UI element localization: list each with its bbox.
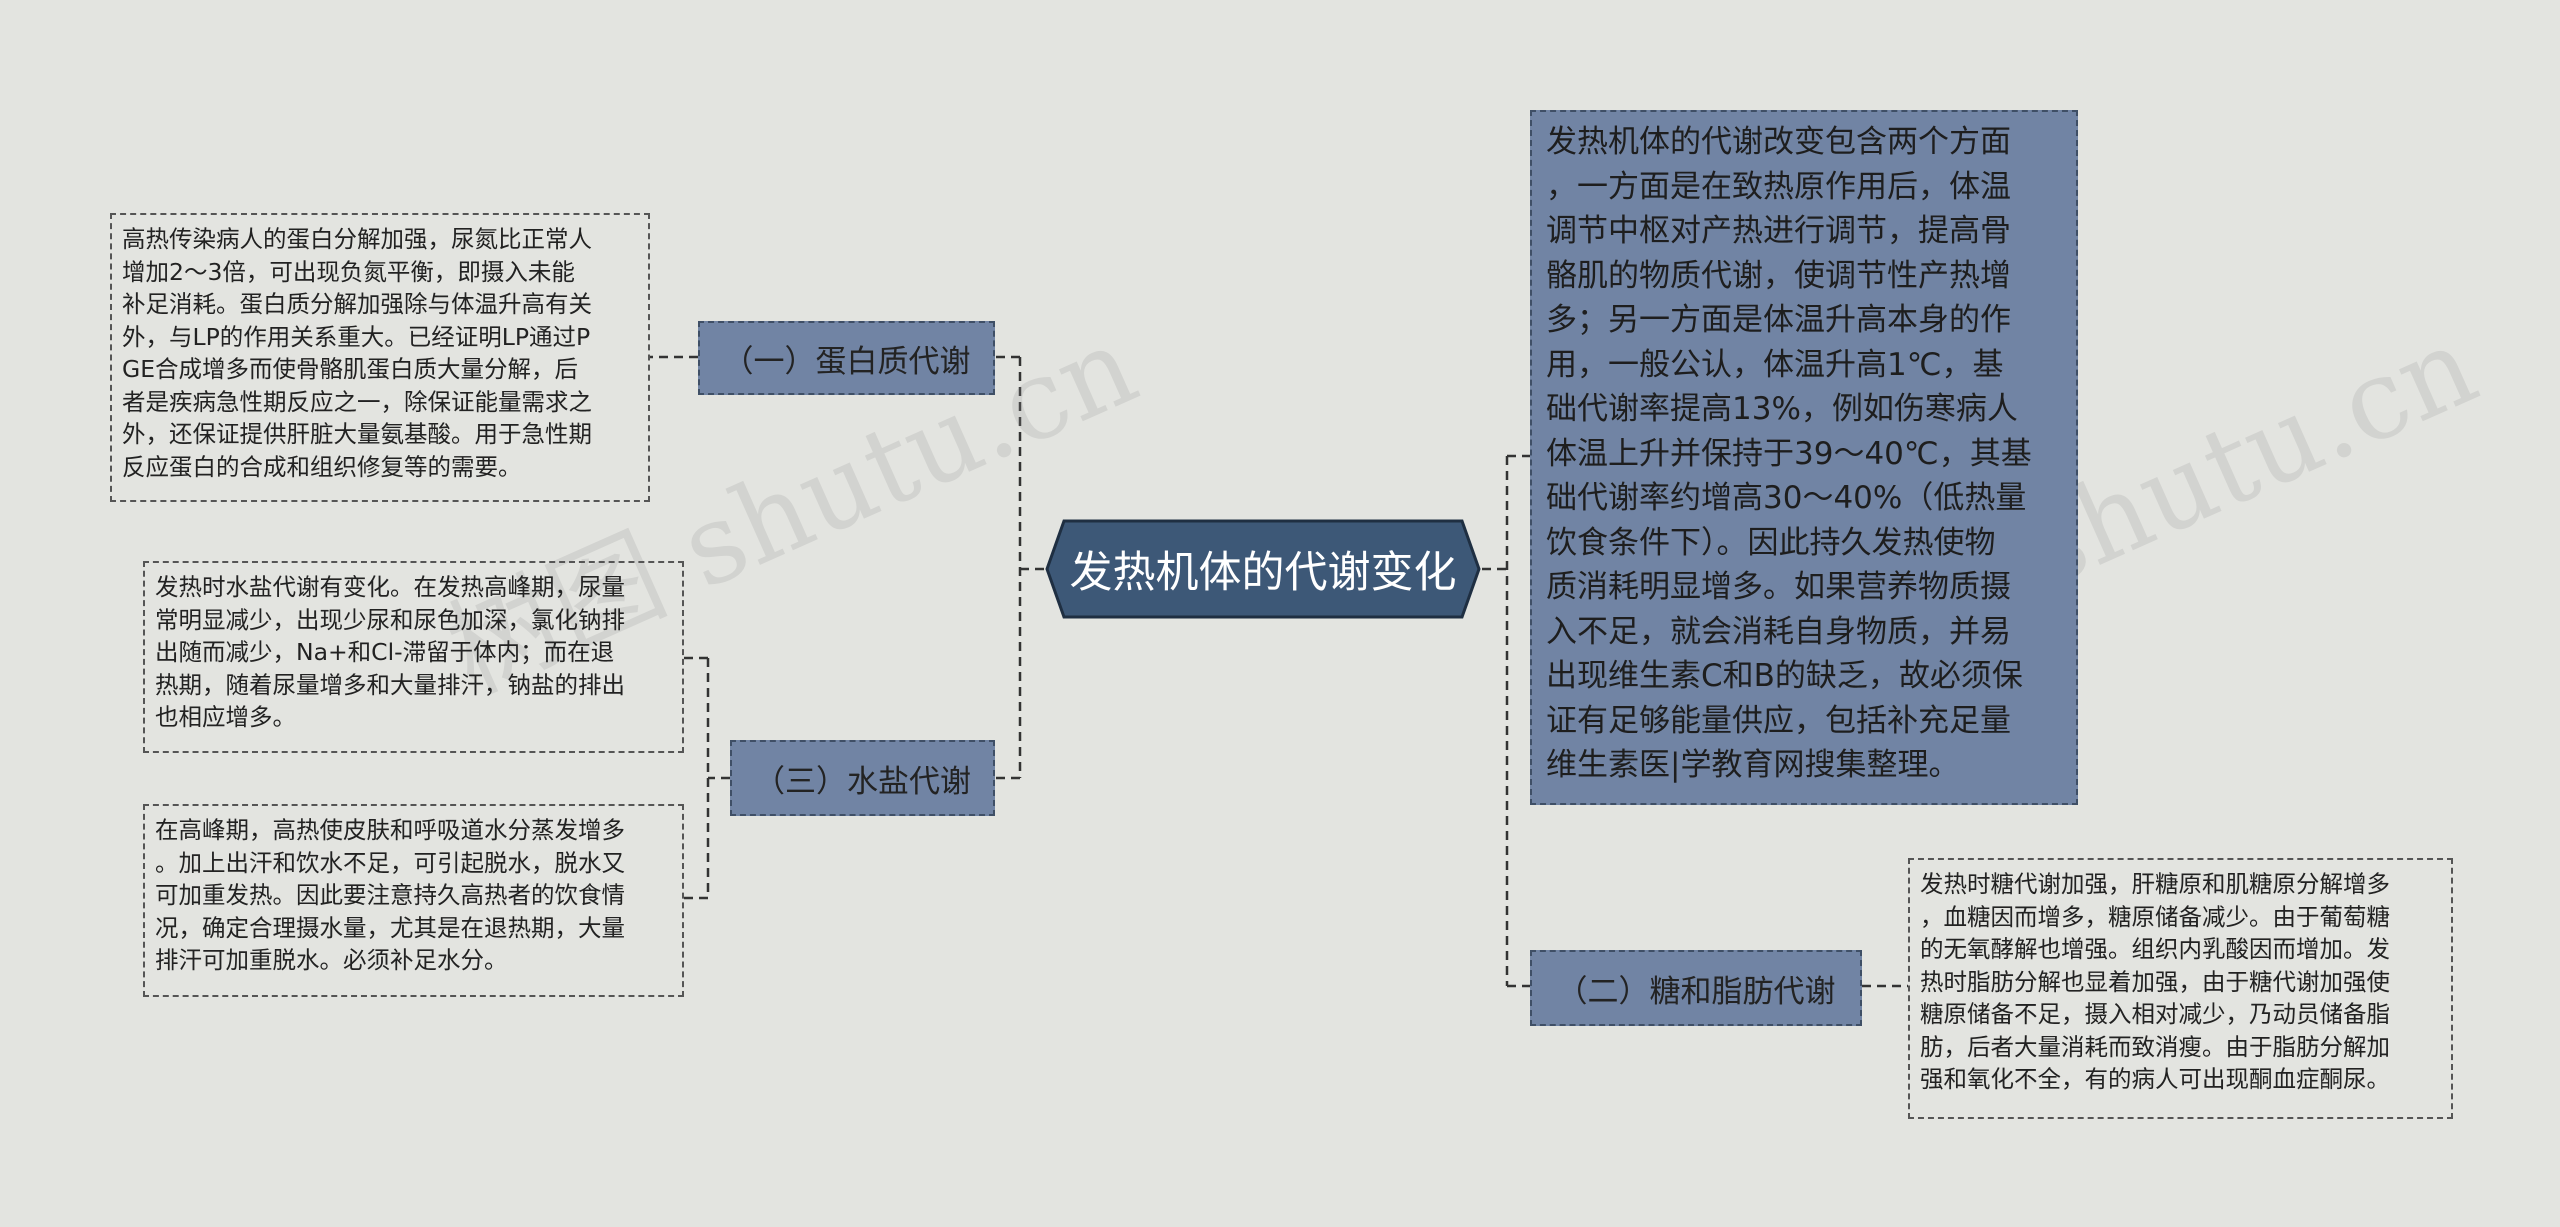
leaf-sugar-fat-detail[interactable]: 发热时糖代谢加强，肝糖原和肌糖原分解增多 ，血糖因而增多，糖原储备减少。由于葡萄…	[1908, 858, 2453, 1119]
overview-description[interactable]: 发热机体的代谢改变包含两个方面 ，一方面是在致热原作用后，体温 调节中枢对产热进…	[1530, 110, 2078, 805]
branch-protein-label: （一）蛋白质代谢	[722, 343, 971, 380]
branch-sugar-fat-metabolism[interactable]: （二）糖和脂肪代谢	[1530, 950, 1862, 1026]
branch-protein-metabolism[interactable]: （一）蛋白质代谢	[698, 321, 995, 395]
leaf-water-salt-detail-2[interactable]: 在高峰期，高热使皮肤和呼吸道水分蒸发增多 。加上出汗和饮水不足，可引起脱水，脱水…	[143, 804, 684, 997]
branch-water-salt-label: （三）水盐代谢	[754, 763, 971, 800]
branch-water-salt-metabolism[interactable]: （三）水盐代谢	[730, 740, 995, 816]
central-topic-shape	[1045, 519, 1481, 619]
central-topic-label: 发热机体的代谢变化	[1069, 548, 1457, 598]
leaf-protein-detail[interactable]: 高热传染病人的蛋白分解加强，尿氮比正常人 增加2～3倍，可出现负氮平衡，即摄入未…	[110, 213, 650, 502]
central-topic[interactable]: 发热机体的代谢变化	[1044, 518, 1482, 620]
leaf-water-salt-detail-1[interactable]: 发热时水盐代谢有变化。在发热高峰期，尿量 常明显减少，出现少尿和尿色加深，氯化钠…	[143, 561, 684, 753]
branch-sugar-fat-label: （二）糖和脂肪代谢	[1556, 973, 1836, 1010]
